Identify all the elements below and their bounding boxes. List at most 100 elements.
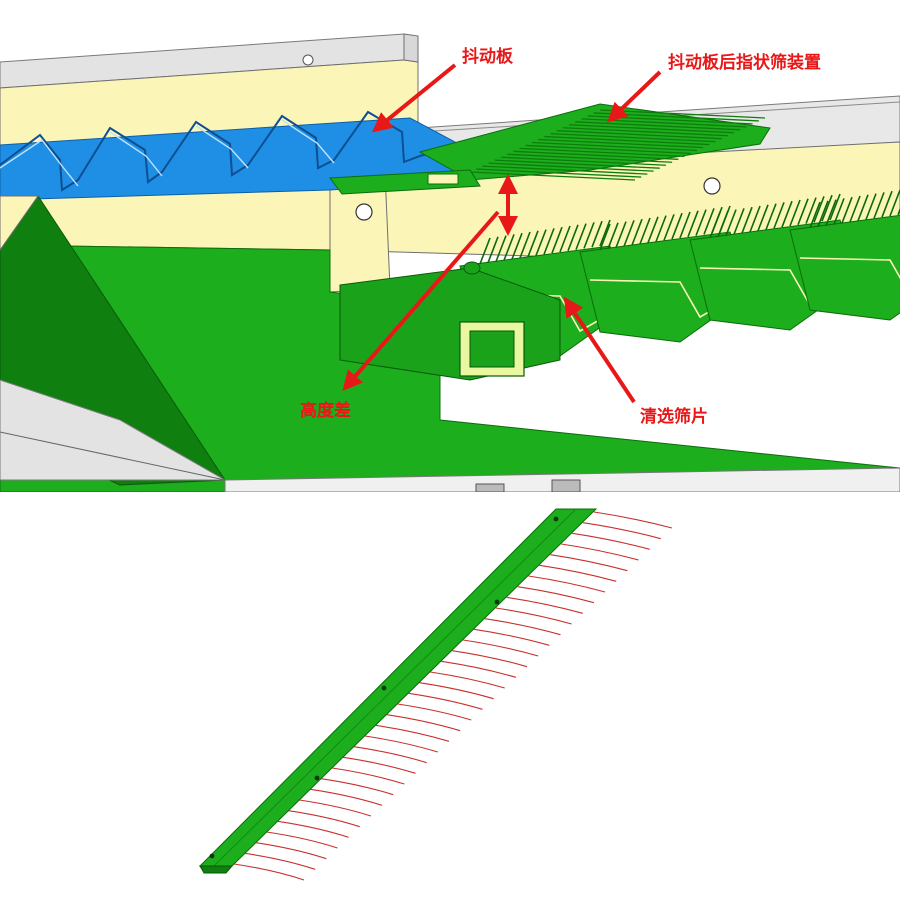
- label-shaker-plate: 抖动板: [462, 46, 514, 67]
- finger-tine: [525, 144, 691, 155]
- finger-tine: [575, 121, 741, 131]
- piece-tine: [593, 511, 673, 529]
- screen-tooth: [773, 202, 785, 229]
- screen-tooth: [551, 226, 563, 254]
- screen-tooth: [503, 234, 515, 261]
- screen-tooth: [599, 223, 611, 251]
- screen-tooth: [781, 200, 793, 228]
- assembly-view: 抖动板 抖动板后指状筛装置 高度差 清选筛片: [0, 33, 900, 493]
- screen-tooth: [757, 204, 769, 232]
- cleaning-screen-piece: [789, 189, 900, 321]
- piece-tine: [288, 810, 360, 828]
- foot-left: [475, 483, 505, 493]
- strip-hole: [553, 516, 559, 522]
- screen-tooth: [655, 215, 667, 242]
- screen-tooth: [857, 194, 869, 222]
- screen-tooth: [647, 216, 659, 244]
- finger-tine: [476, 168, 642, 178]
- annotation-arrows: [342, 63, 662, 404]
- screen-tooth: [567, 224, 579, 252]
- piece-tine: [419, 682, 494, 700]
- screen-plate: [789, 214, 900, 321]
- finger-tine: [494, 159, 660, 169]
- side-wall-panel: [0, 141, 900, 269]
- strip-hole: [209, 853, 215, 859]
- piece-tine: [561, 543, 639, 561]
- screen-tooth: [841, 196, 853, 224]
- finger-tine: [569, 124, 735, 134]
- screen-tooth: [821, 194, 833, 222]
- screen-tooth: [849, 195, 861, 223]
- screen-tooth: [833, 198, 845, 225]
- strip-fold-line: [213, 508, 577, 867]
- screen-tooth: [717, 210, 729, 238]
- screen-tooth: [881, 190, 893, 218]
- screen-tooth: [559, 225, 571, 253]
- piece-tine: [332, 767, 405, 785]
- piece-tine: [353, 746, 427, 764]
- piece-tine: [441, 660, 517, 678]
- piece-tine: [484, 618, 561, 636]
- piece-tine: [572, 532, 650, 550]
- foot-right: [551, 479, 581, 493]
- piece-tine: [408, 692, 483, 710]
- finger-tine: [500, 156, 666, 166]
- piece-tine: [506, 596, 583, 614]
- screen-tooth: [575, 223, 587, 250]
- piece-tine: [277, 820, 349, 838]
- piece-tine: [266, 831, 338, 849]
- screen-tooth: [725, 209, 737, 236]
- piece-tine: [244, 852, 316, 870]
- screen-tooth: [639, 217, 651, 245]
- screen-tooth: [543, 228, 555, 255]
- finger-tine: [538, 138, 704, 149]
- screen-tooth: [709, 211, 721, 239]
- arrow-cleaning-screen: [563, 296, 636, 404]
- screen-tooth: [591, 220, 603, 248]
- screen-tooth: [695, 209, 707, 236]
- finger-tine: [556, 130, 722, 140]
- piece-tine: [528, 575, 606, 593]
- screen-tooth: [873, 192, 885, 219]
- strip-hole: [314, 775, 320, 781]
- rail-hole: [302, 54, 314, 66]
- piece-tine: [375, 724, 450, 742]
- rail-end: [403, 33, 419, 63]
- piece-tine: [495, 607, 572, 625]
- screen-tooth: [487, 236, 499, 264]
- screen-tooth: [607, 222, 619, 250]
- square-tube: [339, 261, 561, 381]
- label-height-difference: 高度差: [300, 400, 351, 421]
- screen-tooth: [749, 205, 761, 233]
- screen-tooth: [829, 193, 841, 221]
- finger-screen-device: [329, 103, 771, 195]
- finger-tine: [550, 132, 716, 143]
- screen-tooth: [479, 237, 491, 265]
- screen-tooth: [615, 221, 627, 248]
- piece-tine: [299, 799, 372, 817]
- screen-tooth: [599, 219, 611, 247]
- strip-hole: [494, 599, 500, 605]
- strip-end-tab: [199, 865, 234, 874]
- wall-hole-left: [355, 203, 373, 221]
- piece-tine: [343, 756, 416, 774]
- screen-tooth: [825, 199, 837, 226]
- arrow-shaker-plate: [371, 63, 457, 133]
- label-cleaning-screen: 清选筛片: [640, 406, 708, 427]
- screen-tooth: [765, 203, 777, 230]
- screen-piece-view: [0, 492, 900, 900]
- piece-tine: [233, 863, 305, 881]
- screen-tooth: [733, 208, 745, 235]
- base-edge: [0, 431, 226, 481]
- screen-tooth: [679, 211, 691, 239]
- finger-tine: [544, 135, 710, 146]
- arrow-height-difference: [342, 210, 500, 392]
- screen-tooth: [805, 197, 817, 224]
- finger-tine: [482, 165, 648, 175]
- screen-tooth: [809, 201, 821, 229]
- piece-background: [0, 492, 900, 900]
- finger-tine: [519, 147, 685, 158]
- piece-tine: [310, 788, 383, 806]
- piece-tine: [321, 778, 394, 796]
